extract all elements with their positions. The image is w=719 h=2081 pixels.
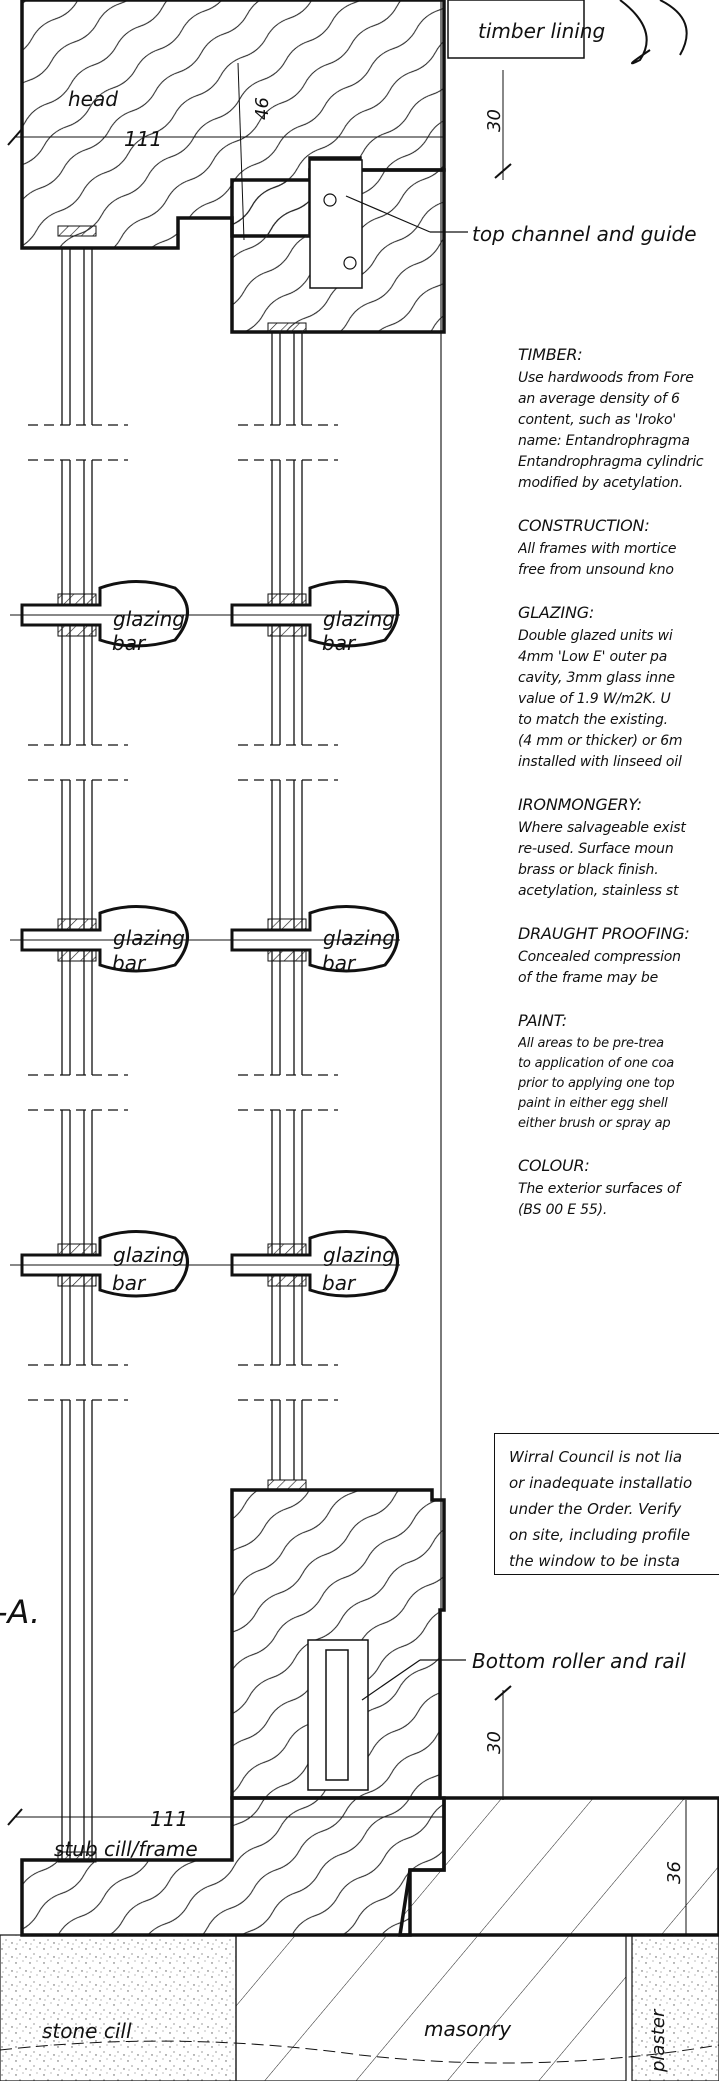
bottom-roller-rail [307, 1639, 369, 1791]
note-heading: GLAZING: [518, 603, 595, 622]
note-heading: IRONMONGERY: [518, 795, 642, 814]
note-text: The exterior surfaces of(BS 00 E 55). [518, 1181, 681, 1218]
glazing-label: glazing [113, 1243, 185, 1267]
disclaimer-box: Wirral Council is not lia or inadequate … [494, 1433, 719, 1575]
note-heading: PAINT: [518, 1011, 567, 1030]
glazing-label: glazing [323, 1243, 395, 1267]
label-timber-lining: timber lining [478, 19, 605, 43]
bar-label: bar [322, 951, 357, 975]
note-heading: TIMBER: [518, 345, 583, 364]
disclaimer-line: the window to be insta [509, 1552, 680, 1570]
right-glazing-column [271, 332, 303, 1480]
dim-46: 46 [252, 97, 273, 120]
bar-label: bar [112, 951, 147, 975]
dim-111-bottom: 111 [150, 1807, 188, 1831]
note-heading: COLOUR: [518, 1156, 590, 1175]
section-marker: -A. [0, 1593, 40, 1631]
plaster-layer [631, 1934, 719, 2081]
disclaimer-line: under the Order. Verify [509, 1500, 682, 1518]
timber-lining [447, 0, 585, 59]
dim-36: 36 [664, 1861, 685, 1884]
label-top-channel: top channel and guide [472, 222, 697, 246]
note-colour: COLOUR: The exterior surfaces of(BS 00 E… [518, 1156, 719, 1221]
disclaimer-line: or inadequate installatio [509, 1474, 693, 1492]
note-heading: CONSTRUCTION: [518, 516, 650, 535]
bar-label: bar [322, 1271, 357, 1295]
left-glazing-column [61, 248, 93, 1860]
glazing-label: glazing [323, 926, 395, 950]
dim-30-bottom: 30 [484, 1731, 505, 1754]
dim-111-top: 111 [124, 127, 162, 151]
note-heading: DRAUGHT PROOFING: [518, 924, 690, 943]
label-bottom-roller: Bottom roller and rail [472, 1649, 686, 1673]
label-head: head [68, 87, 118, 111]
label-stone-cill: stone cill [42, 2019, 132, 2043]
stone-cill [0, 1934, 237, 2081]
glazing-label: glazing [113, 607, 185, 631]
top-channel-guide [309, 159, 363, 289]
dim-30-top: 30 [484, 109, 505, 132]
bar-label: bar [112, 631, 147, 655]
label-plaster: plaster [648, 2008, 669, 2073]
stub-cill-frame [20, 1796, 446, 1937]
bar-label: bar [112, 1271, 147, 1295]
masonry-block [235, 1934, 627, 2081]
bar-label: bar [322, 631, 357, 655]
disclaimer-line: on site, including profile [509, 1526, 691, 1544]
label-masonry: masonry [424, 2017, 512, 2041]
glazing-label: glazing [113, 926, 185, 950]
glazing-label: glazing [323, 607, 395, 631]
disclaimer-line: Wirral Council is not lia [509, 1448, 683, 1466]
label-stub-cill: stub cill/frame [54, 1837, 198, 1861]
